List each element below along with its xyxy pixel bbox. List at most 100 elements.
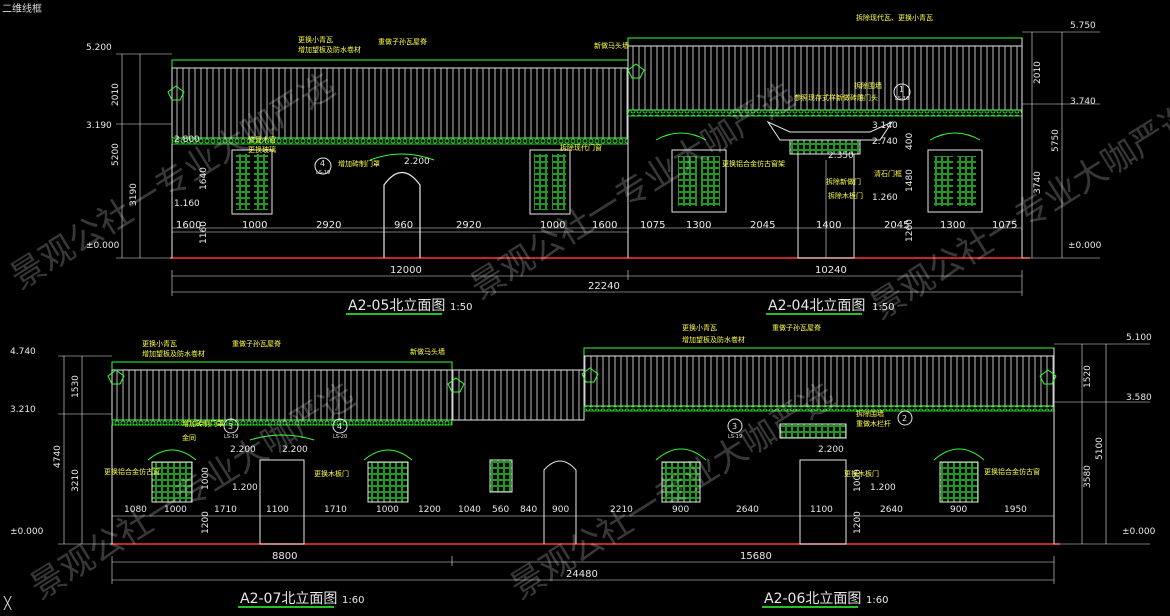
level-top-right-3: ±0.000 [1068,241,1102,251]
dim-top-b-2: 1300 [686,220,711,231]
horse-head-walls [107,367,1057,393]
elevation-bottom[interactable]: 1080 1000 1710 1100 1710 1000 1200 1040 … [10,323,1156,608]
level-top-mid-1: 3.140 [872,121,898,131]
level-top-right-1: 5.750 [1070,21,1096,31]
dim-top-a-5: 2920 [456,220,481,231]
dim-texts-bottom-b: 1040 560 840 900 2210 900 2640 1100 2640… [458,505,1027,515]
callout-bot-4[interactable]: 4 LS-20 [332,418,348,440]
window[interactable] [939,461,979,503]
dim-bot-a-4: 1100 [266,505,289,515]
building-a2-06[interactable] [583,347,1055,545]
note-top-14: 更换铝合金仿古窗架 [722,159,785,168]
dim-texts-top-b: 1075 1300 2045 1400 2045 1300 1075 [640,220,1017,231]
window[interactable] [671,149,727,213]
brick-gate-head[interactable] [766,120,894,259]
note-bot-6: 金同 [182,433,196,442]
note-top-9: 拆除围墙 [854,81,882,90]
vdim-top-right-3: 3740 [1033,171,1043,194]
elevation-top[interactable]: 1600 1000 2920 960 2920 1000 1600 1075 1… [86,13,1102,315]
note-top-6: 更换玻璃 [248,145,276,154]
vdim-bot-right-5: 1200 [853,511,863,534]
window[interactable] [661,461,701,503]
callout-top-1[interactable]: 1 LS-16 [893,83,911,102]
svg-text:1: 1 [899,85,904,94]
vdim-top-right-4: 400 [905,133,915,150]
note-bot-13: 重做子孙瓦屋脊 [772,323,821,332]
vdim-bot-left-5: 1200 [201,511,211,534]
note-bot-1: 更换小青瓦 [142,339,177,348]
window[interactable] [151,461,193,503]
building-a2-05[interactable] [171,59,629,259]
dim-top-b-3: 2045 [750,220,775,231]
callout-bot-3b[interactable]: 3 LS-19 [727,418,743,440]
vdim-top-left-2: 5200 [111,143,121,166]
viewport-label[interactable]: 二维线框 [2,4,42,15]
level-bot-left-2: 3.210 [10,405,36,415]
note-top-11: 拆除新做门 [826,177,861,186]
svg-text:LS-19: LS-19 [728,434,742,440]
vdim-bot-left-3: 3210 [71,469,81,492]
level-top-left-1: 5.200 [86,43,112,53]
note-bot-7: 更换铝合金仿古窗 [104,467,160,476]
dim-bot-a-6: 1000 [376,505,399,515]
dim-bot-sub-b: 15680 [740,551,772,562]
note-top-13: 清石门框 [874,169,902,178]
vdim-top-left-4: 1640 [199,167,209,190]
horse-head-wall-left [167,63,645,101]
note-bot-3: 重做子孙瓦屋脊 [232,339,281,348]
dim-texts-top-a: 1600 1000 2920 960 2920 1000 1600 [176,220,617,231]
dim-bot-b-7: 2640 [736,505,759,515]
level-top-mid-2: 2.740 [872,137,898,147]
callout-top-4[interactable]: 4 LS-19 [314,157,332,176]
level-bot-right-3: ±0.000 [1122,527,1156,537]
vdim-bot-left-4: 1000 [201,467,211,490]
level-bot-left-3: ±0.000 [10,527,44,537]
dim-bot-a-5: 1710 [324,505,347,515]
note-top-5: 修复木窗 [248,135,276,144]
svg-text:A2-05北立面图: A2-05北立面图 [348,298,445,314]
title-a2-06: A2-06北立面图 1:60 [762,591,888,608]
plank-door[interactable] [799,459,847,545]
ucs-icon: ╳ [4,596,12,610]
note-bot-9: 拆除围墙 [856,409,884,418]
dim-lines-bottom-totals [111,556,1055,584]
dim-top-b-6: 1300 [940,220,965,231]
arched-door[interactable] [383,171,421,259]
svg-text:1:50: 1:50 [450,302,472,313]
dim-bot-b-6: 900 [672,505,689,515]
dim-bot-b-8: 1100 [810,505,833,515]
dim-top-sub-a: 12000 [390,265,422,276]
vdim-bot-left-1: 1530 [71,375,81,398]
arched-door[interactable] [543,460,577,544]
building-a2-07[interactable] [111,361,585,545]
note-bot-14: 更换铝合金仿古窗 [984,467,1040,476]
note-bot-5: 增加砖制门罩 [182,419,224,428]
vdim-top-right-2: 5750 [1051,129,1061,152]
svg-text:A2-06北立面图: A2-06北立面图 [764,591,861,607]
window[interactable] [367,461,409,503]
window[interactable] [231,149,273,215]
plank-door[interactable] [259,459,305,545]
note-bot-4: 新做马头墙 [410,347,445,356]
note-top-3: 重做子孙瓦屋脊 [378,37,427,46]
dim-top-a-1: 1600 [176,220,201,231]
dim-top-a-2: 1000 [242,220,267,231]
vdim-bot-right-4: 1000 [853,469,863,492]
note-bot-10: 重做木栏杆 [856,419,891,428]
building-a2-04[interactable] [627,37,1023,259]
wood-railing[interactable] [779,423,847,439]
window[interactable] [927,149,983,213]
title-a2-05: A2-05北立面图 1:50 [346,298,472,315]
callout-bot-3a[interactable]: 3 LS-19 [223,418,239,440]
dim-bot-a-7: 1200 [418,505,441,515]
vdims-bottom-right [1054,343,1150,545]
level-top-mid-3: 2.350 [828,151,854,161]
svg-text:1:50: 1:50 [872,302,894,313]
callout-bot-2[interactable]: 2 - [897,410,913,432]
svg-text:3: 3 [228,422,233,431]
dim-bot-b-2: 560 [492,505,509,515]
dim-top-b-4: 1400 [816,220,841,231]
window[interactable] [489,459,513,493]
window[interactable] [529,149,571,215]
